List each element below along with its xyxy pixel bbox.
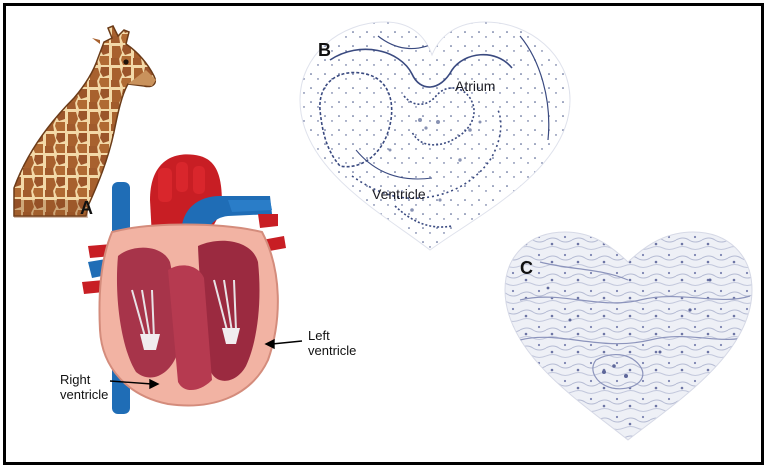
heart-anatomy-illustration: [82, 154, 286, 414]
right-ventricle-label: Right ventricle: [60, 372, 108, 402]
panel-label-b: B: [318, 40, 331, 60]
label-arrows: [109, 338, 303, 390]
panel-label-a: A: [80, 198, 93, 218]
giraffe-illustration: [13, 25, 156, 218]
panel-label-c: C: [520, 258, 533, 278]
heart-shaped-histology-b: [299, 21, 571, 251]
atrium-label: Atrium: [455, 78, 496, 94]
right-ventricle-label-line1: Right: [60, 372, 91, 387]
left-ventricle-label-line1: Left: [308, 328, 330, 343]
ventricle-label: Ventricle: [372, 186, 426, 202]
right-ventricle-label-line2: ventricle: [60, 387, 109, 402]
heart-shaped-histology-c: [504, 231, 753, 441]
left-ventricle-label: Left ventricle: [308, 328, 356, 358]
left-ventricle-label-line2: ventricle: [308, 343, 357, 358]
